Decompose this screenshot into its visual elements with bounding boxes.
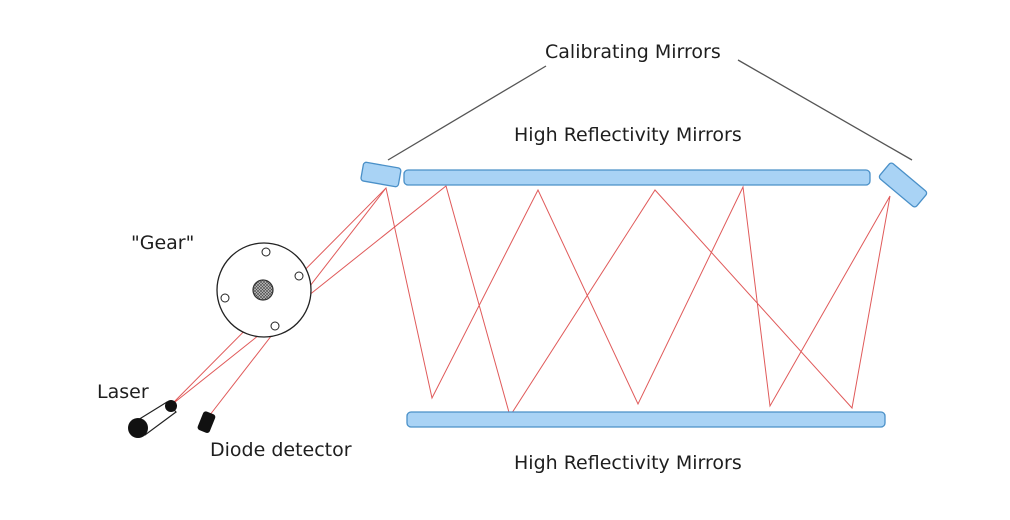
laser-aperture — [165, 400, 177, 412]
label-calibrating-mirrors: Calibrating Mirrors — [545, 41, 721, 63]
gear-hole — [294, 271, 304, 281]
label-high-reflectivity-mirrors-bottom: High Reflectivity Mirrors — [514, 452, 742, 474]
gear-hole — [261, 247, 271, 257]
high-reflectivity-mirror-bottom — [406, 411, 886, 428]
calibrating-mirror-right — [878, 162, 928, 208]
label-laser: Laser — [97, 381, 149, 403]
gear-hole — [270, 321, 280, 331]
laser-rear-cap — [128, 418, 148, 438]
label-high-reflectivity-mirrors-top: High Reflectivity Mirrors — [514, 124, 742, 146]
pointer-line-right — [737, 59, 913, 161]
laser-device — [128, 400, 177, 438]
diode-detector-device — [197, 411, 216, 433]
label-diode-detector: Diode detector — [210, 439, 352, 461]
calibrating-mirror-left — [360, 161, 402, 188]
pointer-line-left — [387, 65, 547, 161]
label-gear: "Gear" — [131, 232, 194, 254]
high-reflectivity-mirror-top — [403, 169, 871, 186]
gear-hole — [220, 293, 230, 303]
gear-chopper — [216, 242, 312, 338]
gear-hub — [252, 279, 274, 301]
